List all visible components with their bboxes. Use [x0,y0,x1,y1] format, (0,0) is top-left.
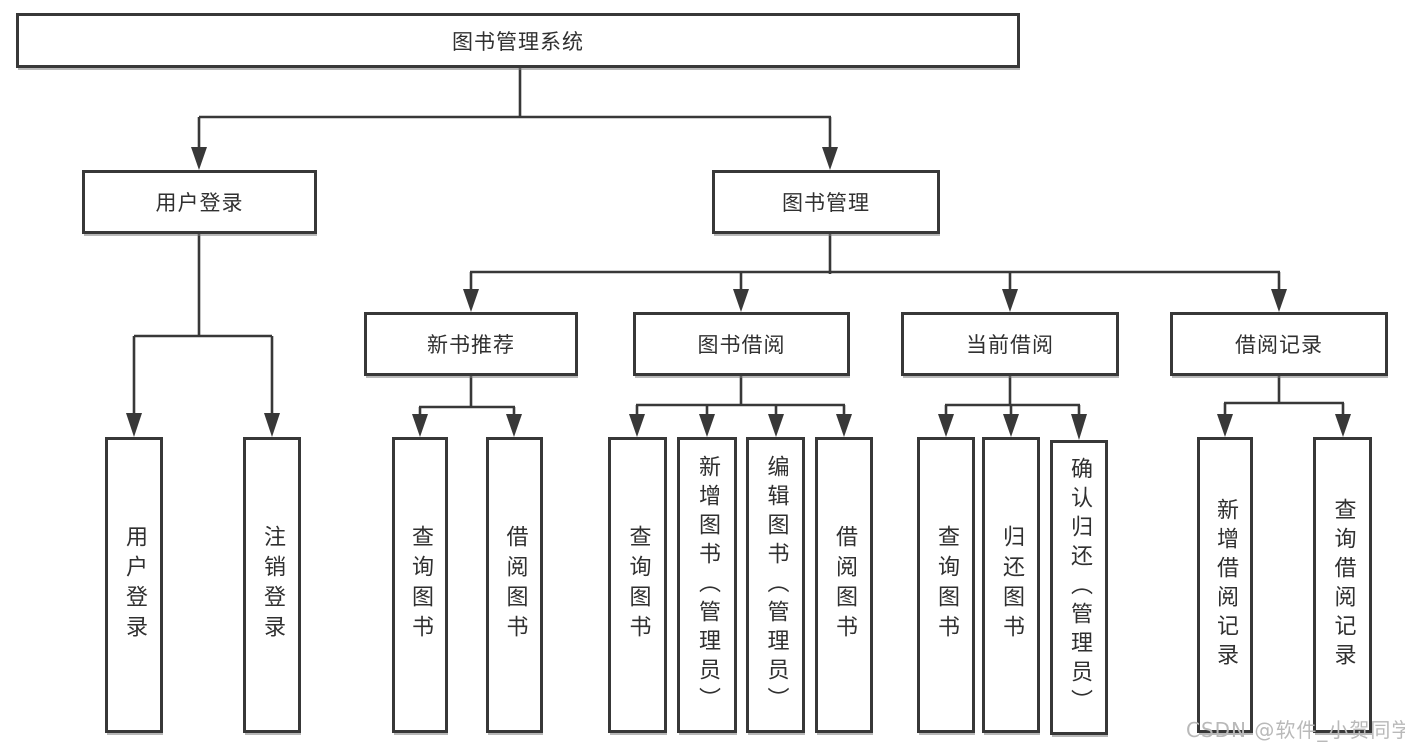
node-borrowing-records: 借阅记录 [1170,312,1388,376]
arrowhead-icon [506,414,522,437]
arrowhead-icon [1335,414,1351,437]
arrowhead-icon [463,289,479,312]
arrowhead-icon [1071,414,1087,440]
leaf-add-books-admin: 新增图书（管理员） [677,437,737,733]
leaf-confirm-return-admin: 确认归还（管理员） [1050,440,1108,735]
arrowhead-icon [126,413,142,437]
arrowhead-icon [822,147,838,170]
arrowhead-icon [1217,414,1233,437]
csdn-watermark: CSDN @软件_小贺同学 [1186,718,1405,742]
leaf-edit-books-admin: 编辑图书（管理员） [746,437,805,733]
node-library-management-system: 图书管理系统 [16,13,1020,68]
node-current-borrowing: 当前借阅 [901,312,1119,376]
arrowhead-icon [1271,289,1287,312]
leaf-query-books: 查询图书 [608,437,667,733]
arrowhead-icon [412,414,428,437]
arrowhead-icon [1002,289,1018,312]
leaf-logout: 注销登录 [243,437,301,733]
node-book-borrowing: 图书借阅 [633,312,850,376]
node-user-login: 用户登录 [82,170,317,234]
leaf-query-books: 查询图书 [917,437,975,733]
leaf-return-books: 归还图书 [982,437,1040,733]
node-new-book-recommendation: 新书推荐 [364,312,578,376]
arrowhead-icon [1003,414,1019,437]
arrowhead-icon [733,289,749,312]
leaf-query-books: 查询图书 [392,437,448,733]
arrowhead-icon [836,414,852,437]
arrowhead-icon [768,414,784,437]
arrowhead-icon [938,414,954,437]
arrowhead-icon [699,414,715,437]
leaf-query-borrow-record: 查询借阅记录 [1313,437,1372,733]
leaf-borrow-books: 借阅图书 [815,437,873,733]
leaf-add-borrow-record: 新增借阅记录 [1197,437,1253,733]
leaf-user-login: 用户登录 [105,437,163,733]
node-book-management: 图书管理 [712,170,940,234]
arrowhead-icon [264,413,280,437]
leaf-borrow-books: 借阅图书 [486,437,543,733]
arrowhead-icon [629,414,645,437]
arrowhead-icon [191,147,207,170]
